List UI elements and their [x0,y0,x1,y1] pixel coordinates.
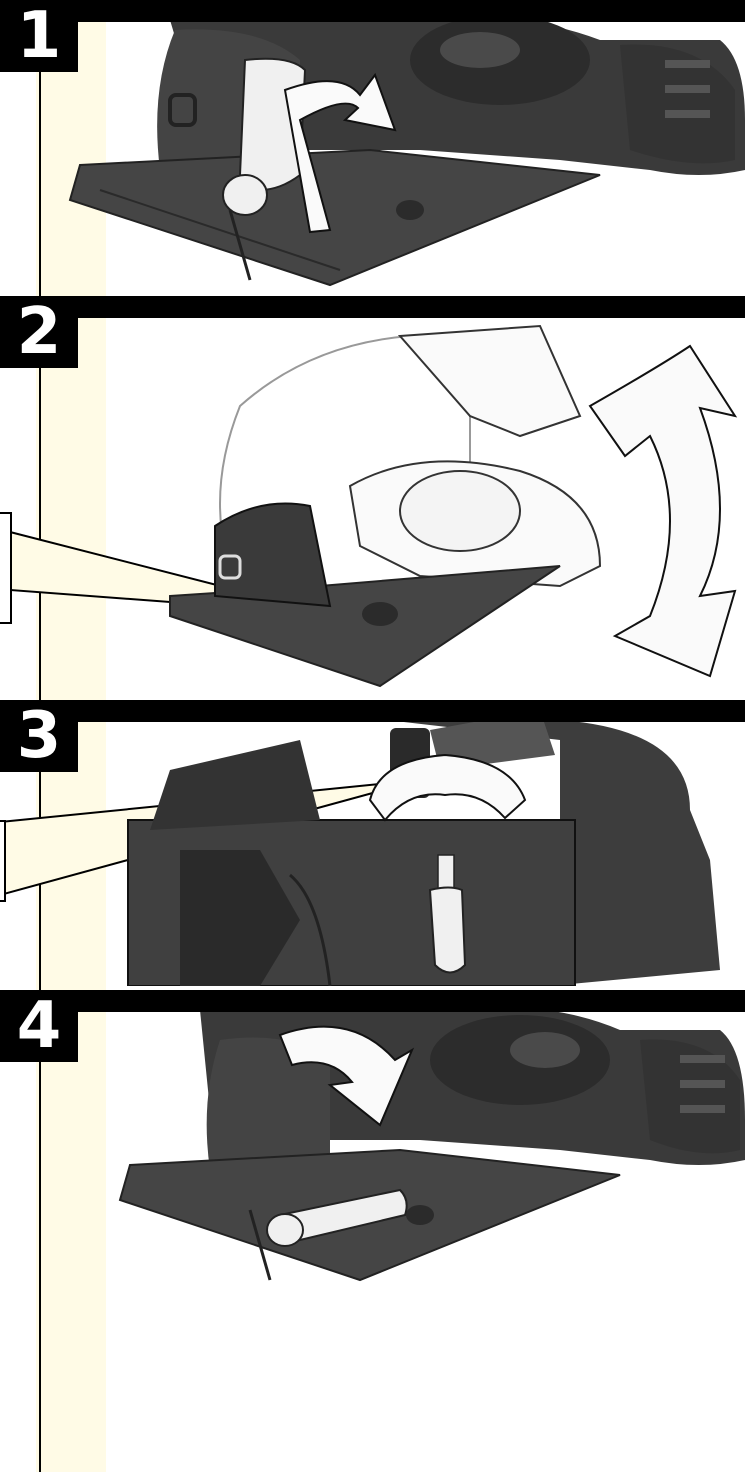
step-3-callout-box [0,820,6,902]
step-3-panel: 3 [0,700,745,986]
step-2-header-bar [0,296,745,318]
step-1-panel: 1 [0,0,745,292]
step-3-header-bar [0,700,745,722]
step-4-illustration [0,990,745,1472]
step-1-illustration [0,0,745,292]
step-1-number: 1 [0,0,78,72]
step-2-illustration [0,296,745,696]
step-4-number: 4 [0,990,78,1062]
step-4-header-bar [0,990,745,1012]
step-3-illustration [0,700,745,986]
bevel-rotate-arrow-icon [590,346,735,676]
step-3-number: 3 [0,700,78,772]
step-2-number: 2 [0,296,78,368]
step-1-header-bar [0,0,745,22]
step-2-panel: 2 [0,296,745,696]
step-4-panel: 4 [0,990,745,1472]
step-2-callout-box [0,512,12,624]
